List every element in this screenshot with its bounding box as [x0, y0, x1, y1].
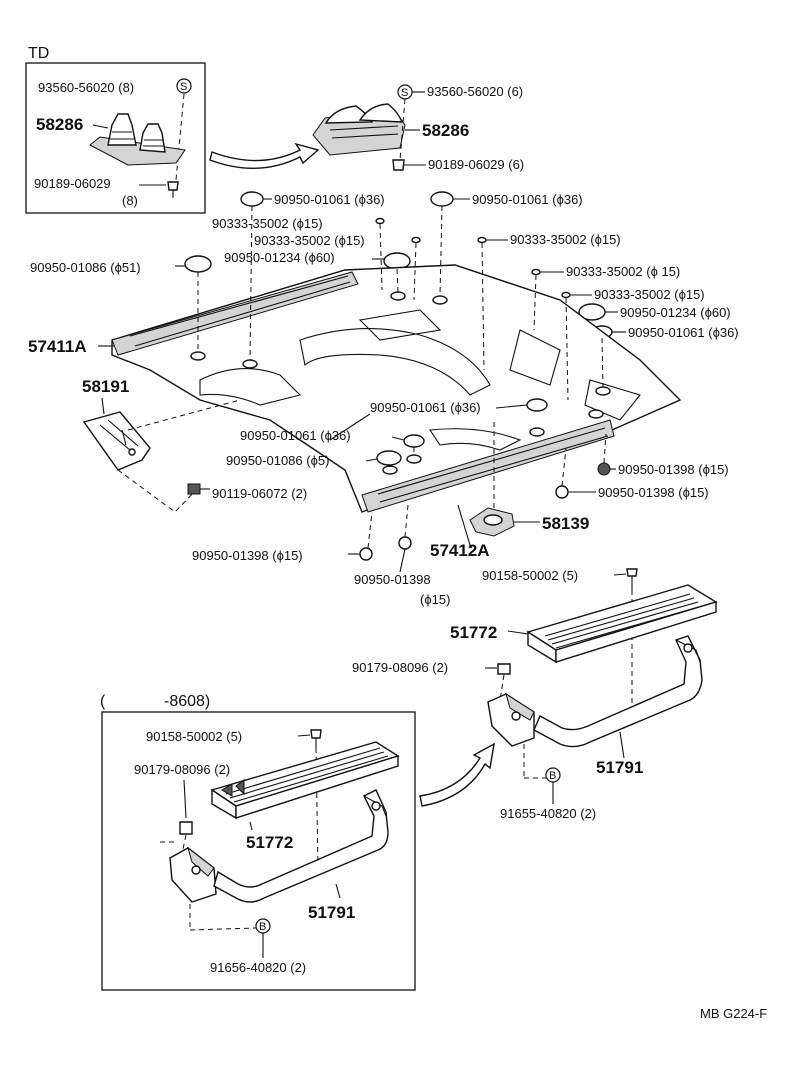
plug-1398-a-label: 90950-01398 (ϕ15)	[618, 462, 729, 477]
plug-1061-a	[240, 191, 264, 207]
nut-08096-shape	[497, 663, 511, 675]
plug-35002-a	[375, 217, 385, 225]
plug-1234-a-label: 90950-01234 (ϕ60)	[224, 250, 335, 265]
screw-shape	[392, 159, 405, 171]
screw-label: 90189-06029 (6)	[428, 157, 524, 172]
bolt-40820-label: 91655-40820 (2)	[500, 806, 596, 821]
rear-pan-label: 57412A	[430, 541, 490, 560]
inset-bolt-shape	[310, 729, 322, 739]
plug-1061-c-label: 90950-01061 (ϕ36)	[628, 325, 739, 340]
step-frame-label: 51791	[596, 758, 643, 777]
inset-nut-label: 90179-08096 (2)	[134, 762, 230, 777]
inset-step-frame-shape	[169, 789, 389, 903]
step-pad-label: 51772	[450, 623, 497, 642]
plug-1086-a-label: 90950-01086 (ϕ51)	[30, 260, 141, 275]
inset-8608-open: (	[100, 693, 106, 710]
td-leader-dash	[175, 93, 185, 181]
td-clip-label: 93560-56020 (8)	[38, 80, 134, 95]
footer-code: MB G224-F	[700, 1006, 767, 1021]
plug-35002-c-label: 90333-35002 (ϕ15)	[510, 232, 621, 247]
plug-35002-d-label: 90333-35002 (ϕ 15)	[566, 264, 680, 279]
inset-step-frame-label: 51791	[308, 903, 355, 922]
bolt-06072-label: 90119-06072 (2)	[212, 486, 307, 501]
s-marker-td	[176, 78, 192, 94]
plug-1061-d-label: 90950-01061 (ϕ36)	[370, 400, 481, 415]
cover-label: 58139	[542, 514, 589, 533]
floor-pan-shape	[111, 264, 682, 513]
plug-1061-d	[526, 398, 548, 412]
plug-35002-a-label: 90333-35002 (ϕ15)	[212, 216, 323, 231]
plug-1061-e-label: 90950-01061 (ϕ36)	[240, 428, 351, 443]
plug-1398-b	[555, 485, 569, 499]
step-frame-shape	[487, 635, 703, 748]
td-screw-label: 90189-06029	[34, 176, 111, 191]
shift-boot-main	[312, 103, 406, 156]
inset-bolt-b-label: 91656-40820 (2)	[210, 960, 306, 975]
plug-35002-b-label: 90333-35002 (ϕ15)	[254, 233, 365, 248]
plug-1061-b-label: 90950-01061 (ϕ36)	[472, 192, 583, 207]
plug-35002-b	[411, 236, 421, 244]
nut-08096-label: 90179-08096 (2)	[352, 660, 448, 675]
plug-1086-b	[376, 450, 402, 466]
plug-1086-a	[184, 255, 212, 273]
td-boot-label: 58286	[36, 115, 83, 134]
inset-8608-code: -8608)	[164, 693, 210, 710]
inset-8608: ( -8608) 90158-50002 (5) 90179-08096 (2)…	[100, 693, 416, 991]
td-inset: TD S 93560-56020 (8) 58286 90189-06029 (…	[25, 45, 206, 214]
plug-35002-e	[561, 291, 571, 299]
plug-1398-d-label: 90950-01398	[354, 572, 431, 587]
plug-35002-e-label: 90333-35002 (ϕ15)	[594, 287, 705, 302]
s-marker-main-label: S	[401, 87, 408, 99]
plug-1234-b-label: 90950-01234 (ϕ60)	[620, 305, 731, 320]
td-screw-shape	[167, 181, 179, 191]
rear-pan-leader	[457, 504, 473, 549]
inset-step-pad-shape	[210, 741, 400, 820]
b-marker-main-label: B	[549, 770, 556, 782]
inset-bolt-label: 90158-50002 (5)	[146, 729, 242, 744]
s-marker-td-label: S	[180, 81, 187, 93]
td-inset-title: TD	[28, 45, 49, 62]
inset-nut-shape	[179, 821, 193, 835]
plug-1086-b-label: 90950-01086 (ϕ5)	[226, 453, 329, 468]
plug-1061-a-label: 90950-01061 (ϕ36)	[274, 192, 385, 207]
plug-1398-c-label: 90950-01398 (ϕ15)	[192, 548, 303, 563]
plug-1398-c	[359, 547, 373, 561]
plug-1398-b-label: 90950-01398 (ϕ15)	[598, 485, 709, 500]
step-frame-leader	[619, 731, 625, 759]
plug-35002-c	[477, 236, 487, 244]
bolt-50002-shape	[613, 568, 638, 590]
plug-1398-d	[398, 536, 412, 550]
inset-step-pad-label: 51772	[246, 833, 293, 852]
arrow-td	[209, 142, 320, 169]
plug-1061-e	[403, 434, 425, 448]
floor-pan-label: 57411A	[28, 337, 87, 356]
boot-label: 58286	[422, 121, 469, 140]
shift-boot-td	[89, 113, 186, 166]
plug-1398-a	[597, 462, 611, 476]
plug-1061-b	[430, 191, 454, 207]
td-screw-qty: (8)	[122, 193, 138, 208]
bracket-shape	[82, 411, 151, 471]
bolt-50002-label: 90158-50002 (5)	[482, 568, 578, 583]
b-marker-inset-label: B	[259, 921, 266, 933]
td-inset-frame	[25, 62, 206, 214]
plug-35002-d	[531, 268, 541, 276]
plug-1398-d-size: (ϕ15)	[420, 592, 450, 607]
bracket-label: 58191	[82, 377, 129, 396]
cover-shape	[469, 507, 515, 537]
clip-label: 93560-56020 (6)	[427, 84, 523, 99]
step-pad-shape	[526, 584, 718, 664]
td-boot-leader	[92, 124, 109, 129]
bolt-06072-shape	[187, 483, 210, 495]
arrow-8608	[419, 742, 495, 807]
inset-8608-frame	[101, 711, 416, 991]
